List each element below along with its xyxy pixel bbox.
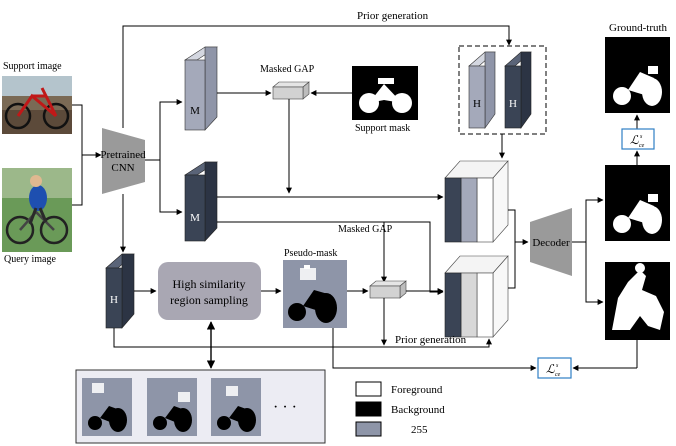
- ground-truth-label: Ground-truth: [609, 22, 668, 34]
- prior-generation-bottom-label: Prior generation: [395, 334, 467, 346]
- legend-label-foreground: Foreground: [391, 384, 443, 396]
- high-similarity-sampling-box: [158, 262, 261, 320]
- loss-top-subscript: ce: [639, 143, 645, 149]
- sampling-label-1: High similarity: [173, 277, 246, 291]
- pseudo-mask-image: [283, 260, 347, 328]
- feature-h-prior-1-label: H: [473, 98, 481, 110]
- legend-swatch-background: [355, 401, 382, 417]
- sampled-mask-2: [147, 378, 197, 436]
- input-bracket: [72, 104, 83, 206]
- panel-ellipsis: · · ·: [273, 399, 297, 416]
- sampled-mask-1: [82, 378, 132, 436]
- query-prediction-mask: [605, 165, 670, 241]
- decoder-label: Decoder: [532, 237, 570, 249]
- feature-h-prior-2-label: H: [509, 98, 517, 110]
- sampling-label-2: region sampling: [170, 293, 248, 307]
- ground-truth-mask: [605, 37, 670, 113]
- legend-swatch-foreground: [355, 381, 382, 397]
- masked-gap-mid-label: Masked GAP: [338, 224, 393, 235]
- concat-stack-bottom: [444, 255, 509, 338]
- legend-label-background: Background: [391, 404, 445, 416]
- decoder-block: [530, 208, 572, 276]
- decoder-to-query-pred-arrow: [572, 197, 604, 243]
- support-prediction-mask: [605, 262, 670, 340]
- feature-block-h-prior-light: [468, 51, 496, 129]
- masked-gap-mid-block: [369, 280, 407, 299]
- prior-generation-bottom-arrow: [113, 328, 492, 348]
- loss-top-box: [621, 128, 655, 150]
- loss-bottom-symbol: ℒ: [546, 362, 555, 376]
- pseudo-mask-to-loss-arrow: [332, 328, 537, 371]
- cnn-to-m-bottom-arrow: [159, 160, 183, 215]
- pretrained-cnn-label-1: Pretrained: [100, 149, 146, 161]
- legend: Foreground Background 255: [355, 381, 445, 437]
- pretrained-cnn-block: [102, 128, 145, 194]
- support-mask-label: Support mask: [355, 123, 410, 134]
- loss-top-symbol: ℒ: [630, 133, 639, 147]
- loss-bottom-superscript: s: [556, 363, 559, 369]
- support-image-label: Support image: [3, 61, 62, 72]
- decoder-to-support-pred-arrow: [585, 242, 604, 305]
- loss-bottom-subscript: ce: [555, 372, 561, 378]
- prior-generation-top-label: Prior generation: [357, 10, 429, 22]
- masked-gap-top-label: Masked GAP: [260, 64, 315, 75]
- legend-swatch-ignore: [355, 421, 382, 437]
- feature-block-h-query: [105, 253, 135, 329]
- feature-block-h-prior-dark: [504, 51, 532, 129]
- sampled-mask-3: [211, 378, 261, 436]
- prior-generation-top-arrow: [122, 25, 512, 128]
- concat-to-decoder-bracket: [508, 209, 516, 289]
- cnn-to-m-top-arrow: [159, 99, 183, 160]
- pretrained-cnn-label-2: CNN: [111, 162, 134, 174]
- feature-m-top-label: M: [190, 105, 200, 117]
- feature-block-m-support: [183, 46, 219, 131]
- loss-top-superscript: s: [640, 134, 643, 140]
- feature-m-bottom-label: M: [190, 212, 200, 224]
- support-image-bicycle: [2, 76, 72, 134]
- query-image-cyclist: [2, 168, 72, 252]
- query-image-label: Query image: [4, 254, 56, 265]
- feature-h-left-label: H: [110, 294, 118, 306]
- pseudo-mask-label: Pseudo-mask: [284, 248, 337, 259]
- concat-stack-top: [444, 160, 509, 243]
- masked-gap-top-block: [272, 81, 310, 100]
- support-mask-image: [352, 66, 418, 120]
- loss-bottom-box: [537, 357, 572, 379]
- legend-label-ignore: 255: [411, 424, 428, 436]
- m-bottom-to-lower-concat-arrow: [217, 221, 444, 295]
- feature-block-m-query: [183, 161, 219, 242]
